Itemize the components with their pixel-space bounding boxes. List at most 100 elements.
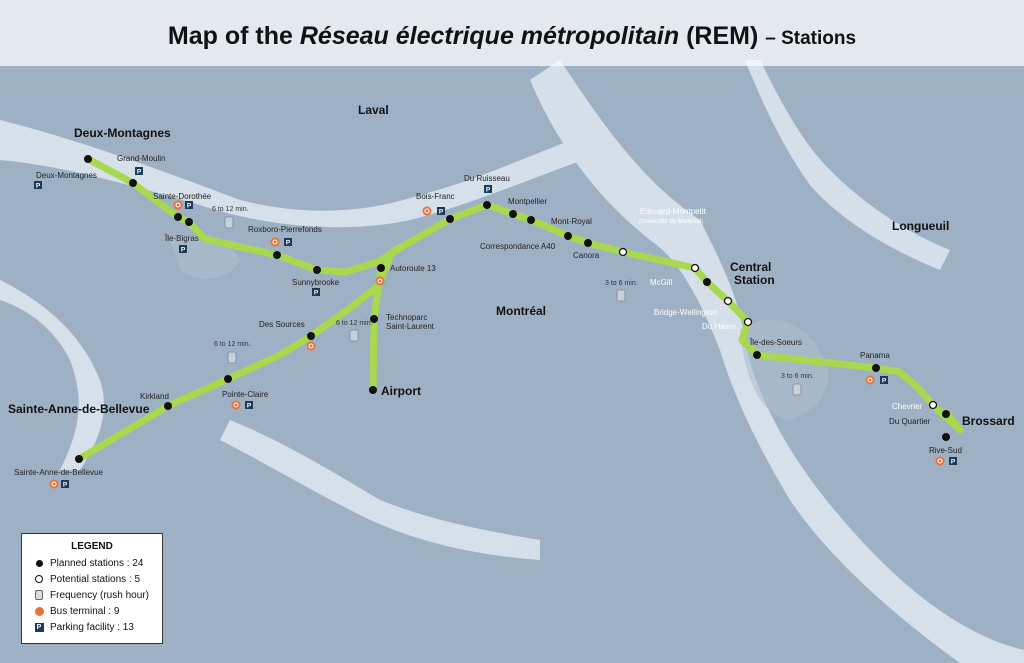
freq-label-1: 6 to 12 min. — [212, 206, 249, 213]
parking-letter: P — [181, 247, 186, 254]
bus-terminals — [49, 200, 945, 489]
label-sunnybrooke: Sunnybrooke — [292, 278, 340, 287]
terminal-sainte-anne: Sainte-Anne-de-Bellevue — [8, 402, 150, 416]
legend-frequency-label: Frequency (rush hour) — [50, 589, 149, 601]
region-longueuil: Longueuil — [892, 219, 949, 233]
station-airport-dot — [369, 386, 377, 394]
parking-icon — [61, 480, 69, 488]
bus-icon-inner — [308, 343, 314, 349]
label-ile-soeurs: Île-des-Soeurs — [749, 338, 802, 347]
station-des-sources-dot — [307, 332, 315, 340]
title-main: Map of the — [167, 22, 300, 50]
station-grand-moulin-dot — [129, 179, 137, 187]
bus-icon-inner — [377, 278, 383, 284]
station-deux-montagnes-dot — [84, 155, 92, 163]
title-italic: Réseau électrique métropolitain — [299, 22, 680, 50]
bus-icon — [34, 606, 44, 616]
parking-icon — [34, 181, 42, 189]
label-canora: Canora — [573, 251, 600, 260]
train-icon — [35, 590, 43, 600]
map-title: Map of the Réseau électrique métropolita… — [0, 22, 1024, 51]
label-bois-franc: Bois-Franc — [416, 192, 455, 201]
train-icon — [349, 329, 359, 342]
terminal-central-station: Station — [734, 273, 775, 287]
label-technoparc-1: Technoparc — [386, 313, 427, 322]
bus-icon — [306, 341, 316, 351]
station-montpellier-dot — [509, 210, 517, 218]
label-correspondance: Correspondance A40 — [480, 242, 556, 251]
parking-letter: P — [137, 169, 142, 176]
label-pointe-claire: Pointe-Claire — [222, 390, 269, 399]
label-panama: Panama — [860, 351, 890, 360]
freq-label-2: 6 to 12 min. — [336, 320, 373, 327]
station-sainte-dorothee-dot — [174, 213, 182, 221]
label-mont-royal: Mont-Royal — [551, 217, 592, 226]
legend-row-bus: Bus terminal : 9 — [32, 603, 152, 619]
station-sainte-anne-dot — [75, 455, 83, 463]
station-bois-franc-dot — [446, 215, 454, 223]
label-montpellier: Montpellier — [508, 197, 547, 206]
train-icon — [224, 216, 234, 229]
label-grand-moulin: Grand-Moulin — [117, 154, 165, 163]
region-montreal: Montréal — [496, 304, 546, 318]
title-rest: (REM) — [679, 22, 766, 50]
bus-icon — [375, 276, 385, 286]
parking-letter: P — [486, 187, 491, 194]
title-bar — [0, 0, 1024, 66]
label-sainte-dorothee: Sainte-Dorothée — [153, 192, 212, 201]
station-edouard-dot — [618, 247, 628, 257]
bus-icon — [231, 400, 241, 410]
train-icon — [792, 383, 802, 396]
station-technoparc-dot — [370, 315, 378, 323]
station-kirkland-dot — [164, 402, 172, 410]
station-roxboro-dot — [273, 251, 281, 259]
station-panama-dot — [872, 364, 880, 372]
parking-icon — [880, 376, 888, 384]
station-correspondance-dot — [527, 216, 535, 224]
label-des-sources: Des Sources — [259, 320, 305, 329]
parking-icon — [245, 401, 253, 409]
legend-bus-label: Bus terminal : 9 — [50, 605, 120, 617]
legend-row-frequency: Frequency (rush hour) — [32, 587, 152, 603]
bus-icon-inner — [867, 377, 873, 383]
parking-icon — [179, 245, 187, 253]
station-rive-sud-dot — [942, 433, 950, 441]
parking-letter: P — [951, 459, 956, 466]
legend-parking-label: Parking facility : 13 — [50, 621, 134, 633]
freq-label-4: 3 to 6 min. — [605, 280, 638, 287]
station-sunnybrooke-dot — [313, 266, 321, 274]
parking-letter: P — [439, 209, 444, 216]
land-patches — [170, 236, 829, 420]
label-ile-bigras: Île-Bigras — [164, 234, 199, 243]
parking-letter: P — [36, 183, 41, 190]
legend-planned-label: Planned stations : 24 — [50, 557, 144, 569]
freq-label-3: 6 to 12 min. — [214, 341, 251, 348]
station-du-ruisseau-dot — [483, 201, 491, 209]
legend-box: LEGEND Planned stations : 24 Potential s… — [21, 533, 163, 644]
label-deux-montagnes: Deux-Montagnes — [36, 171, 97, 180]
legend-title: LEGEND — [71, 541, 113, 552]
station-ile-soeurs-dot — [753, 351, 761, 359]
bus-icon — [422, 206, 432, 216]
legend-row-planned: Planned stations : 24 — [32, 555, 152, 571]
train-icon — [616, 289, 626, 302]
parking-icon — [185, 201, 193, 209]
bus-icon-inner — [175, 202, 181, 208]
parking-icon — [484, 185, 492, 193]
station-mont-royal-dot — [564, 232, 572, 240]
terminal-central: Central — [730, 260, 771, 274]
parking-letter: P — [247, 403, 252, 410]
parking-icon — [284, 238, 292, 246]
label-kirkland: Kirkland — [140, 392, 169, 401]
label-edouard-sub: (Université de Montréal) — [639, 219, 703, 225]
station-bridge-dot — [723, 296, 733, 306]
station-autoroute13-dot — [377, 264, 385, 272]
station-chevrier-dot — [928, 400, 938, 410]
river-channels — [0, 60, 1024, 663]
bus-icon — [270, 237, 280, 247]
station-ile-bigras-dot — [185, 218, 193, 226]
parking-icon — [949, 457, 957, 465]
label-sainte-anne: Sainte-Anne-de-Bellevue — [14, 468, 103, 477]
